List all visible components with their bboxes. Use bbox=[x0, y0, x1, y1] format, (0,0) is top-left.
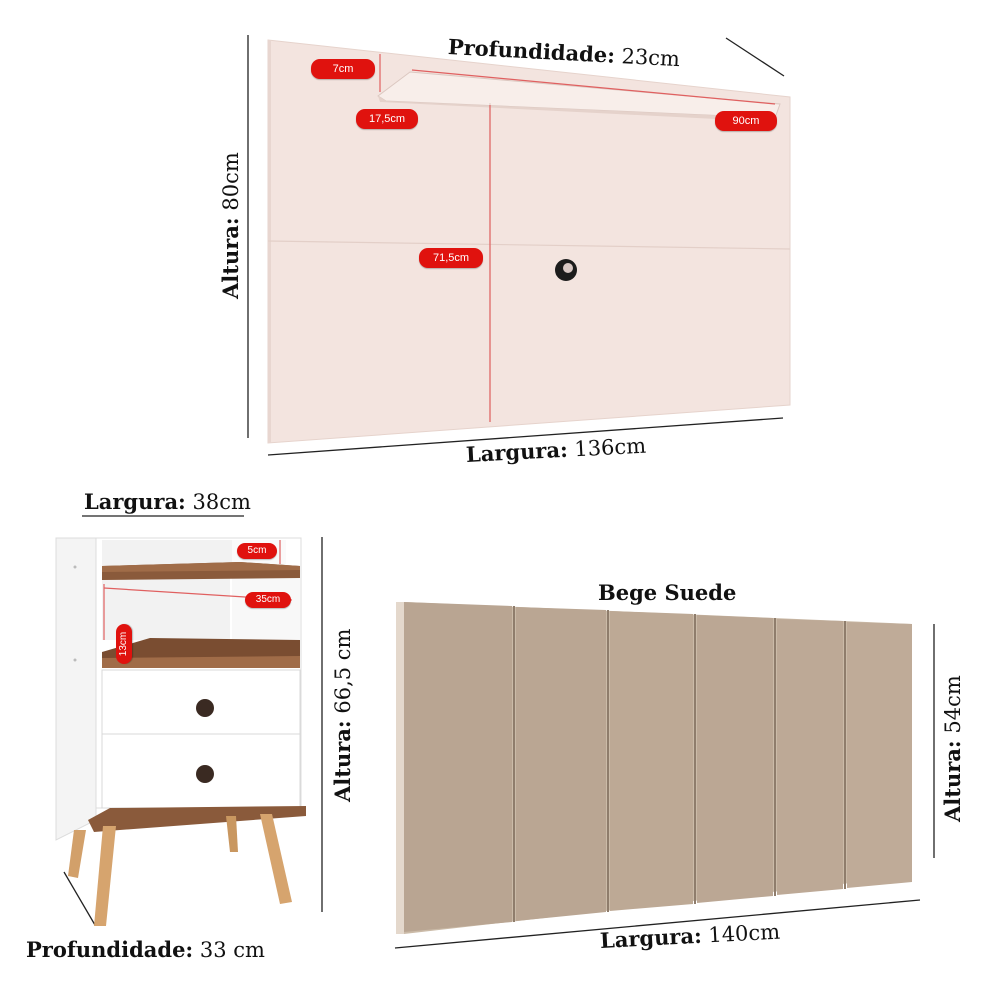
drawer-knob-icon bbox=[196, 765, 214, 783]
nightstand-base bbox=[88, 806, 306, 832]
nightstand-width-dimension: Largura: 38cm bbox=[84, 489, 251, 514]
nightstand-width-value: 38cm bbox=[192, 490, 251, 514]
nightstand-width-label: Largura: bbox=[84, 489, 186, 514]
headboard-height-value: 54cm bbox=[941, 675, 965, 734]
suede-panel bbox=[847, 622, 912, 888]
headboard-height-dimension: Altura: 54cm bbox=[940, 675, 965, 822]
nightstand-depth-dimension: Profundidade: 33 cm bbox=[26, 937, 265, 962]
panel-height-label: Altura: bbox=[218, 217, 243, 299]
panel-height-dimension: Altura: 80cm bbox=[218, 152, 243, 299]
headboard-width-value: 140cm bbox=[707, 919, 781, 948]
tag-niche-height: 13cm bbox=[116, 624, 132, 664]
leg bbox=[260, 814, 292, 904]
tag-inner-width: 35cm bbox=[245, 592, 291, 608]
suede-panel bbox=[404, 602, 512, 932]
tag-shelf-height: 7cm bbox=[311, 59, 375, 79]
suede-panel bbox=[516, 607, 606, 921]
nightstand-illustration bbox=[55, 515, 323, 926]
nightstand-depth-value: 33 cm bbox=[199, 938, 265, 962]
headboard-title: Bege Suede bbox=[598, 580, 737, 605]
nightstand-height-label: Altura: bbox=[330, 720, 355, 802]
leg bbox=[68, 830, 86, 878]
nightstand-height-dimension: Altura: 66,5 cm bbox=[330, 629, 355, 802]
drawer-knob-icon bbox=[196, 699, 214, 717]
nightstand-depth-label: Profundidade: bbox=[26, 937, 194, 962]
tag-inner-height: 71,5cm bbox=[419, 248, 483, 268]
leg bbox=[94, 826, 116, 926]
suede-panel bbox=[610, 611, 693, 911]
headboard-illustration bbox=[394, 602, 935, 949]
suede-panel bbox=[777, 619, 843, 895]
tv-panel-illustration bbox=[247, 35, 791, 456]
headboard-width-label: Largura: bbox=[599, 922, 703, 953]
panel-height-value: 80cm bbox=[219, 152, 243, 211]
nightstand-height-value: 66,5 cm bbox=[331, 628, 355, 714]
headboard-height-label: Altura: bbox=[940, 740, 965, 822]
leg bbox=[226, 816, 238, 852]
tag-shelf-depth: 17,5cm bbox=[356, 109, 418, 129]
tag-shelf-width: 90cm bbox=[715, 111, 777, 131]
tag-top-gap: 5cm bbox=[237, 543, 277, 559]
panel-depth-value: 23cm bbox=[620, 44, 681, 72]
panel-width-value: 136cm bbox=[573, 433, 647, 462]
panel-width-label: Largura: bbox=[465, 436, 569, 467]
suede-panel bbox=[697, 615, 773, 903]
